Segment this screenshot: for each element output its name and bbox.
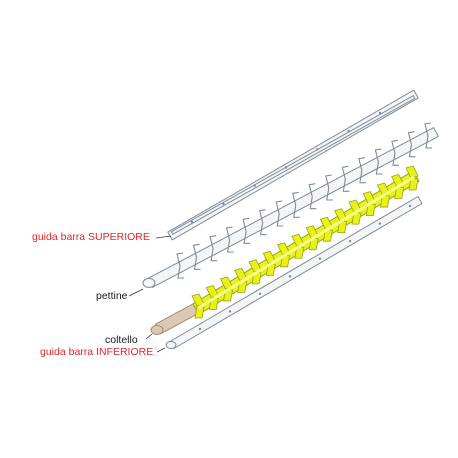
lower-guide-rivet-hole — [228, 310, 232, 313]
leader-guida-superiore — [155, 235, 172, 239]
comb-tooth-lower — [226, 239, 234, 253]
comb-tooth-upper — [358, 157, 365, 171]
comb-tooth-upper — [258, 209, 266, 223]
comb-tooth-lower — [342, 179, 350, 192]
comb-tooth-lower — [177, 265, 184, 279]
lower-guide-rivet-hole — [258, 292, 262, 296]
knife-tooth-lower — [351, 211, 362, 225]
comb-tooth-upper — [424, 122, 432, 137]
comb-tooth-lower — [243, 231, 251, 244]
lower-guide-rivet-hole — [408, 204, 412, 208]
upper-guide-rivet-hole — [284, 166, 288, 169]
knife-tooth-lower — [394, 186, 405, 199]
comb-tooth-lower — [193, 257, 201, 270]
comb-tooth-lower — [276, 213, 284, 227]
comb-tooth-lower — [375, 161, 383, 175]
label-pettine: pettine — [96, 290, 128, 302]
lower-guide-bar — [165, 196, 423, 349]
comb-blade — [142, 122, 439, 288]
knife-mount-eye — [150, 325, 164, 335]
lower-guide-rivet-hole — [378, 222, 382, 225]
knife-tooth-lower — [365, 203, 376, 217]
upper-guide-bar-groove — [170, 95, 416, 235]
upper-guide-rivet-hole — [316, 148, 319, 151]
comb-tooth-lower — [326, 187, 333, 201]
knife-tooth-lower — [379, 194, 390, 208]
comb-tooth-lower — [260, 222, 267, 236]
comb-tooth-upper — [374, 148, 382, 163]
upper-guide-rivet-hole — [378, 111, 382, 115]
comb-tooth-upper — [192, 243, 200, 258]
leader-pettine — [128, 288, 144, 297]
comb-tooth-upper — [292, 191, 299, 206]
lower-guide-rivet-hole — [288, 275, 292, 278]
comb-tooth-lower — [392, 153, 399, 166]
comb-tooth-upper — [391, 139, 399, 154]
comb-tooth-upper — [308, 183, 316, 197]
cutting-knife-blade — [150, 165, 420, 335]
upper-guide-rivet-hole — [190, 220, 194, 224]
upper-guide-rivet-hole — [222, 202, 225, 206]
upper-guide-bar-body — [167, 89, 419, 241]
comb-tooth-upper — [225, 226, 233, 241]
knife-slot — [197, 175, 415, 310]
comb-tooth-lower — [425, 135, 432, 149]
comb-tooth-lower — [309, 196, 317, 210]
lower-guide-rivet-hole — [198, 327, 202, 331]
comb-tooth-upper — [176, 252, 184, 267]
comb-tooth-upper — [275, 200, 283, 215]
leader-guida-inferiore — [156, 347, 166, 353]
comb-tooth-upper — [209, 235, 217, 249]
leader-lines — [128, 235, 172, 353]
comb-tooth-upper — [242, 217, 250, 232]
comb-tooth-upper — [407, 131, 415, 145]
comb-tooth-lower — [359, 170, 366, 184]
comb-tooth-lower — [210, 248, 218, 262]
upper-guide-rivet-hole — [347, 129, 350, 133]
comb-tooth-upper — [341, 165, 349, 180]
label-coltello: coltello — [105, 334, 138, 346]
label-guida-barra-superiore: guida barra SUPERIORE — [32, 231, 150, 243]
lower-guide-eye — [165, 341, 177, 349]
upper-guide-bar — [167, 89, 419, 241]
knife-tooth-upper — [405, 165, 419, 179]
knife-tooth-lower — [408, 177, 419, 191]
lower-guide-rivet-hole — [348, 239, 352, 243]
comb-mount-eye — [142, 278, 156, 288]
label-guida-barra-inferiore: guida barra INFERIORE — [40, 346, 154, 358]
lower-guide-rivet-hole — [318, 257, 322, 260]
comb-tooth-upper — [325, 174, 332, 189]
leader-coltello — [145, 333, 153, 340]
comb-tooth-lower — [293, 205, 300, 218]
comb-tooth-lower — [408, 144, 416, 158]
upper-guide-rivet-hole — [253, 184, 256, 187]
